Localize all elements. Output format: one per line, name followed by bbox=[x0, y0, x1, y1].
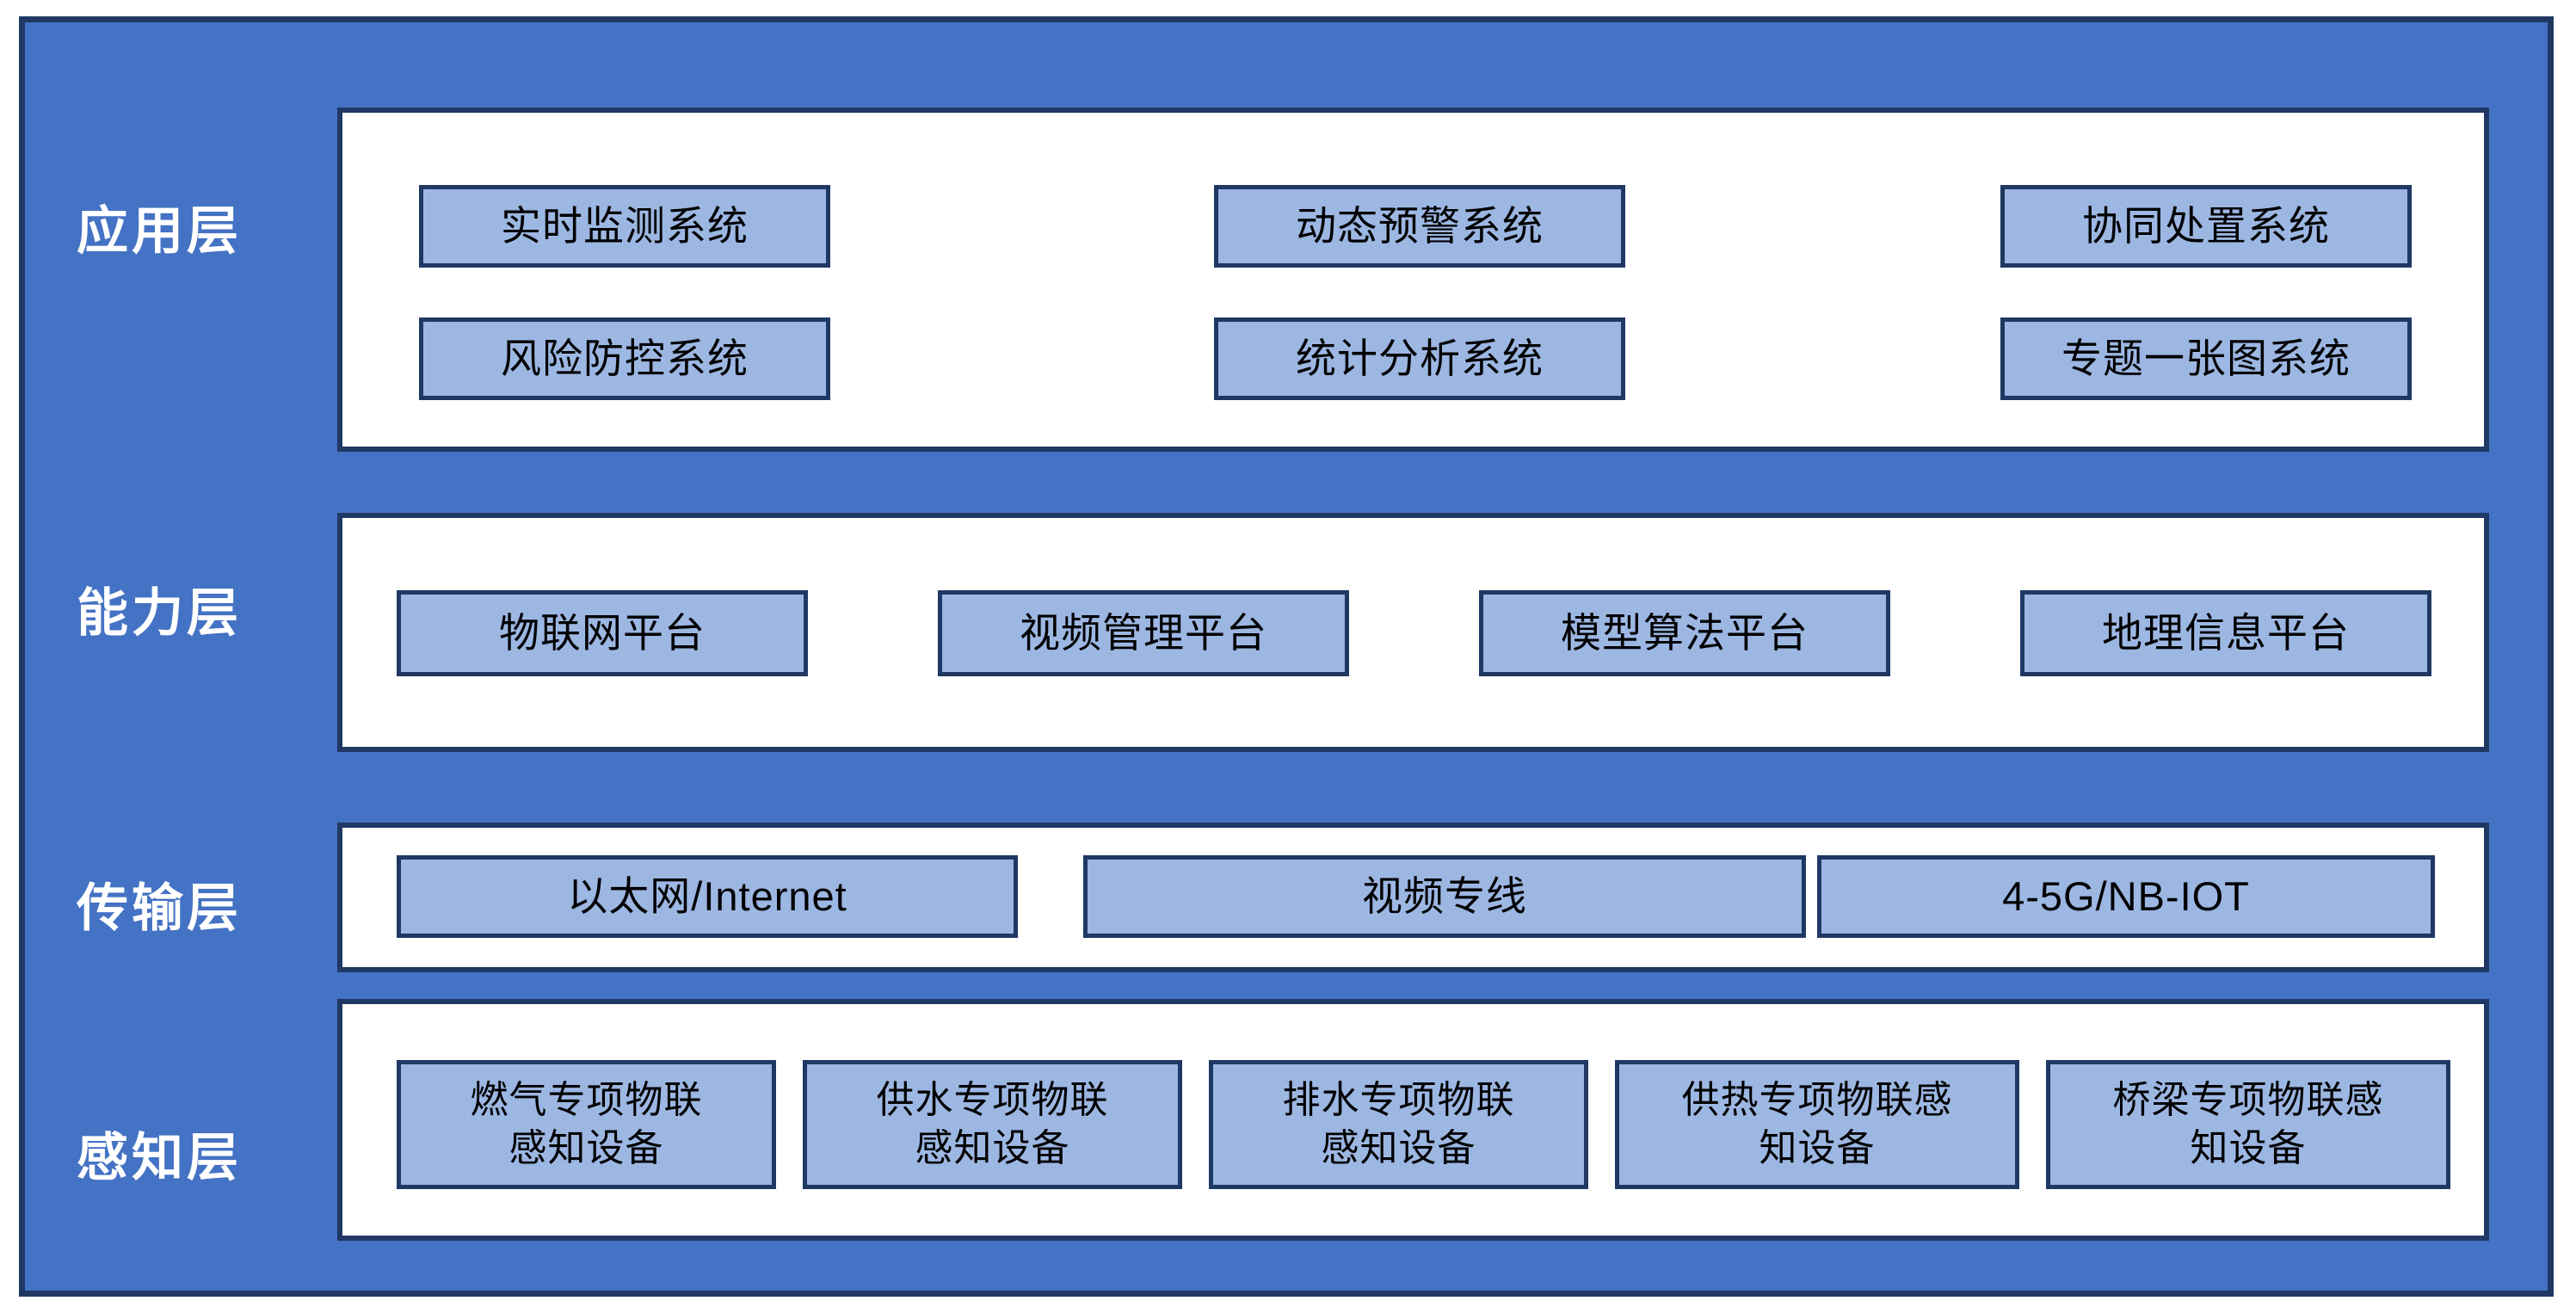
node-bridge-iot-sensing-equipment[interactable]: 桥梁专项物联感 知设备 bbox=[2046, 1060, 2450, 1189]
layer-label-transmission: 传输层 bbox=[77, 879, 242, 937]
node-label: 供水专项物联 感知设备 bbox=[876, 1078, 1109, 1169]
architecture-outer-frame: 应用层 实时监测系统 动态预警系统 协同处置系统 风险防控系统 统计分析系统 专… bbox=[19, 16, 2554, 1297]
node-heating-iot-sensing-equipment[interactable]: 供热专项物联感 知设备 bbox=[1615, 1060, 2019, 1189]
layer-panel-capability: 物联网平台 视频管理平台 模型算法平台 地理信息平台 bbox=[337, 513, 2489, 752]
node-video-dedicated-line[interactable]: 视频专线 bbox=[1083, 855, 1806, 938]
node-label: 燃气专项物联 感知设备 bbox=[470, 1078, 703, 1169]
node-gis-platform[interactable]: 地理信息平台 bbox=[2020, 590, 2431, 676]
node-collaborative-disposal-system[interactable]: 协同处置系统 bbox=[2000, 185, 2412, 268]
node-statistical-analysis-system[interactable]: 统计分析系统 bbox=[1214, 317, 1625, 400]
node-model-algorithm-platform[interactable]: 模型算法平台 bbox=[1479, 590, 1890, 676]
layer-panel-perception: 燃气专项物联 感知设备 供水专项物联 感知设备 排水专项物联 感知设备 供热专项… bbox=[337, 999, 2489, 1241]
node-drainage-iot-sensing-equipment[interactable]: 排水专项物联 感知设备 bbox=[1209, 1060, 1588, 1189]
node-water-supply-iot-sensing-equipment[interactable]: 供水专项物联 感知设备 bbox=[803, 1060, 1182, 1189]
node-4-5g-nbiot[interactable]: 4-5G/NB-IOT bbox=[1817, 855, 2435, 938]
node-dynamic-warning-system[interactable]: 动态预警系统 bbox=[1214, 185, 1625, 268]
layer-panel-application: 实时监测系统 动态预警系统 协同处置系统 风险防控系统 统计分析系统 专题一张图… bbox=[337, 108, 2489, 452]
node-label: 供热专项物联感 知设备 bbox=[1681, 1078, 1953, 1169]
node-realtime-monitoring-system[interactable]: 实时监测系统 bbox=[419, 185, 830, 268]
layer-panel-transmission: 以太网/Internet 视频专线 4-5G/NB-IOT bbox=[337, 823, 2489, 972]
node-ethernet-internet[interactable]: 以太网/Internet bbox=[397, 855, 1018, 938]
layer-label-capability: 能力层 bbox=[77, 584, 242, 642]
node-thematic-one-map-system[interactable]: 专题一张图系统 bbox=[2000, 317, 2412, 400]
node-gas-iot-sensing-equipment[interactable]: 燃气专项物联 感知设备 bbox=[397, 1060, 776, 1189]
node-video-management-platform[interactable]: 视频管理平台 bbox=[938, 590, 1349, 676]
node-risk-prevention-system[interactable]: 风险防控系统 bbox=[419, 317, 830, 400]
layer-label-perception: 感知层 bbox=[77, 1129, 242, 1187]
layer-label-application: 应用层 bbox=[77, 202, 242, 260]
node-iot-platform[interactable]: 物联网平台 bbox=[397, 590, 808, 676]
node-label: 排水专项物联 感知设备 bbox=[1282, 1078, 1515, 1169]
node-label: 桥梁专项物联感 知设备 bbox=[2112, 1078, 2384, 1169]
